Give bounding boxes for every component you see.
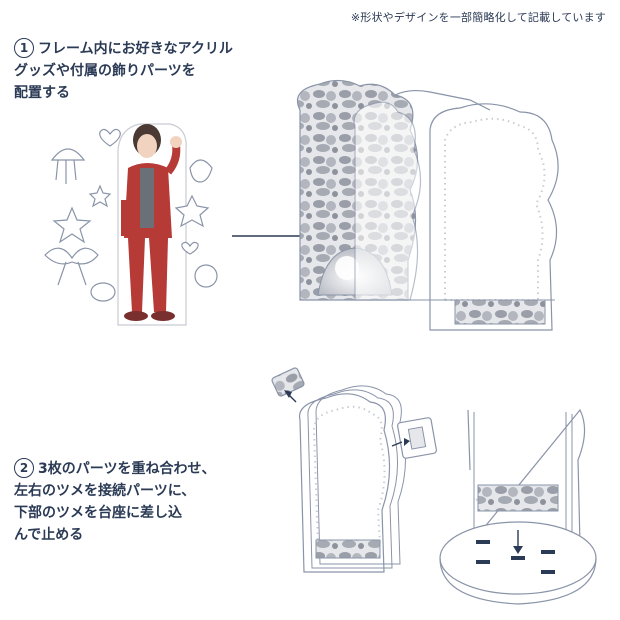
fish-icon <box>195 265 217 287</box>
heart-icon <box>100 129 121 146</box>
jellyfish-icon <box>52 149 84 184</box>
assembled-frame-stack <box>300 386 406 572</box>
shell-icon-bottom <box>91 283 115 301</box>
side-connector-part-right <box>392 417 437 458</box>
ribbon-icon <box>45 248 98 285</box>
side-connector-part-top <box>271 367 305 402</box>
character-figure <box>118 124 186 325</box>
frame-middle-panel <box>354 102 420 300</box>
star-icon <box>54 208 90 242</box>
frame-back-panel <box>430 104 558 330</box>
shell-icon <box>190 160 212 182</box>
star-icon-small <box>90 186 110 206</box>
